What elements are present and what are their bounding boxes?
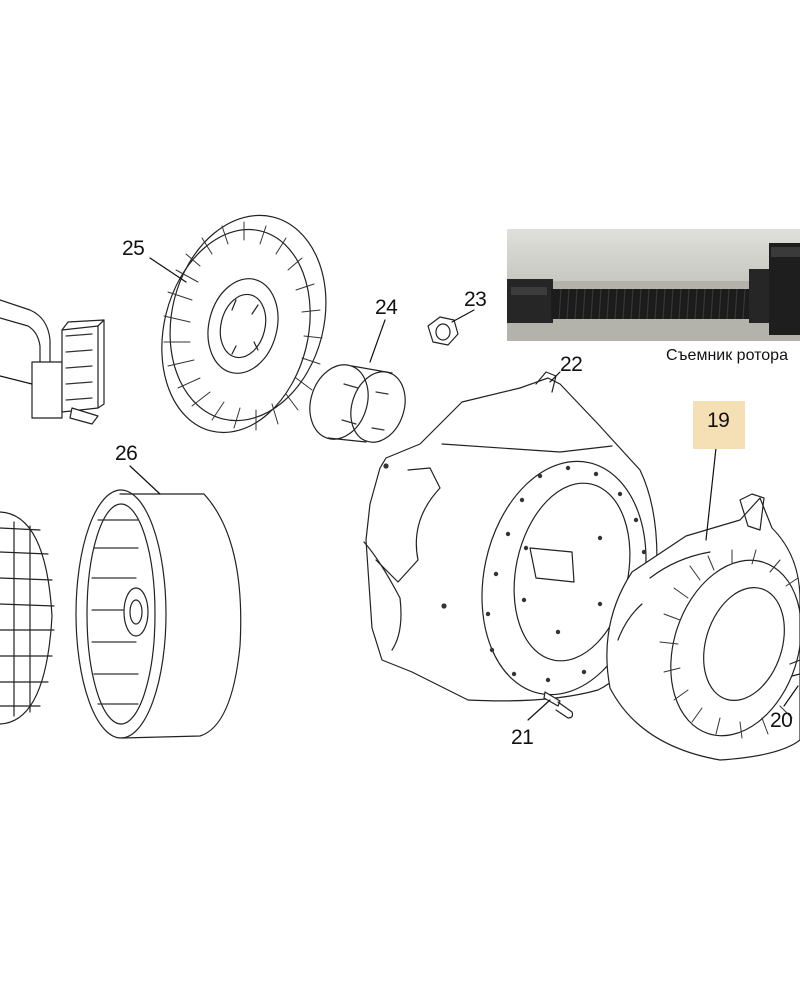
callout-23: 23 [464,288,487,311]
bolt-part [543,691,574,719]
callout-21: 21 [511,726,534,749]
pin-part [789,659,800,677]
nut-part [427,316,459,346]
rotor-housing-part [75,489,242,739]
recoil-starter-part [606,493,800,761]
callout-20: 20 [770,709,793,732]
callout-24: 24 [375,296,398,319]
leader-lines [0,257,799,721]
callout-19: 19 [693,401,746,449]
fan-flywheel-part [161,214,327,434]
ignition-coil-part [0,299,105,425]
photo-caption: Съемник ротора [666,347,788,364]
rotor-puller-photo [507,229,800,341]
callout-25: 25 [122,237,145,260]
bushing-part [309,364,406,443]
rotor-fan-part [0,511,55,725]
callout-26: 26 [115,442,138,465]
callout-22: 22 [560,353,583,376]
